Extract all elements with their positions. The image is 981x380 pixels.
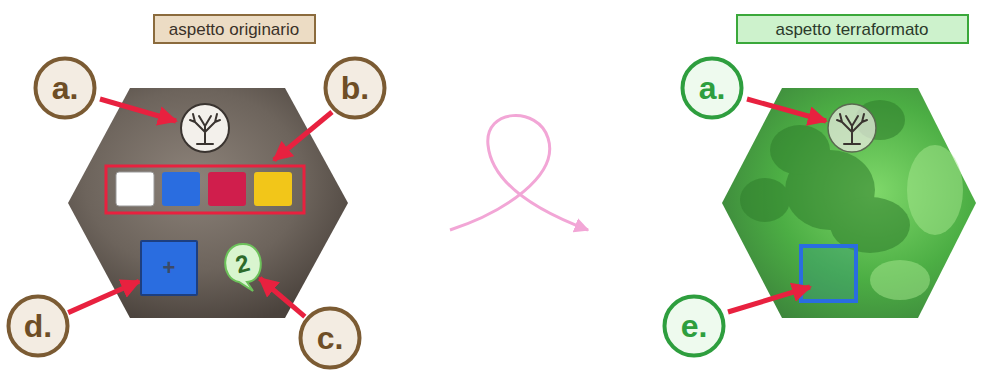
callout-letter: a.: [33, 56, 97, 120]
forest-highlight: [870, 145, 963, 300]
callout-letter: b.: [323, 56, 387, 120]
callout-text: a.: [699, 72, 726, 104]
hex-tile-original: [68, 88, 348, 318]
title-text: aspetto originario: [169, 21, 299, 38]
ocean-marker: [801, 246, 856, 301]
callout-letter: c.: [298, 306, 362, 370]
callout-letter: a.: [680, 56, 744, 120]
color-squares: [116, 172, 292, 206]
callout-circle: [36, 59, 95, 118]
transform-loop-arrow: [450, 116, 588, 230]
callout-letter: d.: [6, 294, 70, 358]
ocean-tile-icon: +: [140, 240, 198, 296]
callout-circle: [301, 309, 360, 368]
speech-bubble: [225, 244, 261, 291]
callout-text: d.: [24, 310, 52, 342]
section-title: aspetto originario: [153, 14, 316, 44]
icon-text: +: [163, 257, 176, 279]
callout-text: b.: [341, 72, 369, 104]
callout-text: e.: [681, 310, 708, 342]
callout-circle: [9, 297, 68, 356]
callout-arrow: [260, 278, 305, 316]
callout-circle: [683, 59, 742, 118]
section-title: aspetto terraformato: [736, 14, 969, 44]
tree-icon: [181, 104, 229, 152]
callout-letter: e.: [662, 294, 726, 358]
callout-arrow: [68, 281, 139, 312]
hex-tile-terraformed: [722, 88, 976, 318]
callout-circle: [326, 59, 385, 118]
highlight-frame: [106, 166, 304, 213]
callout-text: a.: [52, 72, 79, 104]
title-text: aspetto terraformato: [775, 21, 928, 38]
callout-text: c.: [317, 322, 344, 354]
forest-texture: [740, 100, 910, 253]
callout-circle: [665, 297, 724, 356]
score-bubble: 2: [222, 243, 264, 285]
leader-arrows: [100, 99, 826, 312]
tree-icon: [828, 104, 876, 152]
